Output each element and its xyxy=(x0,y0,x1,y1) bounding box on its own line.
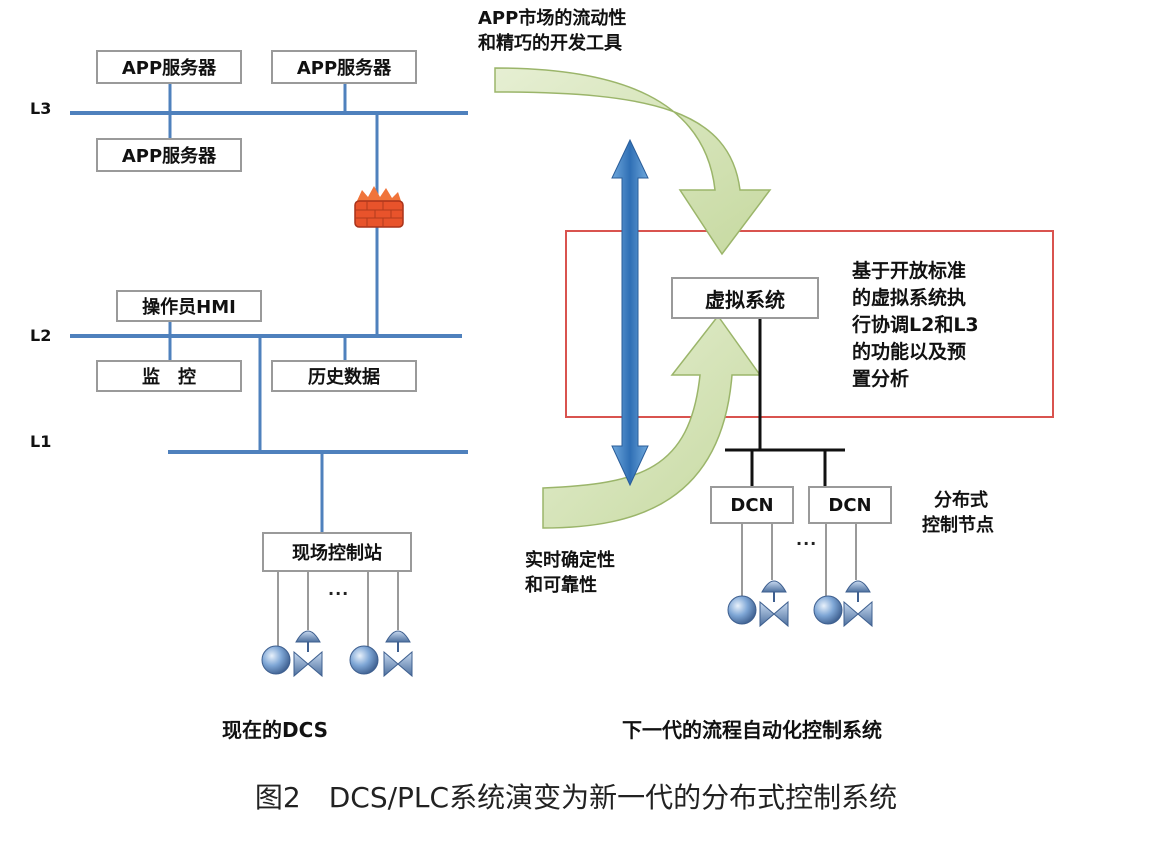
level-l3-label: L3 xyxy=(30,99,52,118)
virtual-system-box: 虚拟系统 xyxy=(671,277,819,319)
app-server-box-2: APP服务器 xyxy=(271,50,417,84)
dcn-box-1: DCN xyxy=(710,486,794,524)
firewall-icon xyxy=(354,186,404,228)
sensor-ball-icon xyxy=(727,595,757,625)
highlight-frame xyxy=(565,230,1054,418)
sensor-ball-icon xyxy=(261,645,291,675)
valve-icon xyxy=(843,580,873,628)
dcn-bus xyxy=(725,318,845,488)
sensor-ball-icon xyxy=(349,645,379,675)
history-data-box: 历史数据 xyxy=(271,360,417,392)
l1-bus xyxy=(168,450,468,532)
app-server-box-3: APP服务器 xyxy=(96,138,242,172)
l2-drop-lines xyxy=(168,320,347,452)
valve-icon xyxy=(383,630,413,678)
left-caption: 现在的DCS xyxy=(222,718,329,742)
figure-caption: 图2 DCS/PLC系统演变为新一代的分布式控制系统 xyxy=(254,781,898,814)
top-curved-arrow xyxy=(494,67,772,256)
blue-double-arrow xyxy=(611,138,649,487)
right-caption: 下一代的流程自动化控制系统 xyxy=(622,718,882,742)
operator-hmi-box: 操作员HMI xyxy=(116,290,262,322)
valve-icon xyxy=(759,580,789,628)
dcn-box-2: DCN xyxy=(808,486,892,524)
monitor-box: 监 控 xyxy=(96,360,242,392)
valve-icon xyxy=(293,630,323,678)
app-server-box-1: APP服务器 xyxy=(96,50,242,84)
bottom-arrow-note: 实时确定性 和可靠性 xyxy=(525,550,615,596)
virtual-system-note: 基于开放标准 的虚拟系统执 行协调L2和L3 的功能以及预 置分析 xyxy=(852,260,979,390)
level-l2-label: L2 xyxy=(30,326,52,345)
ellipsis-right: ··· xyxy=(796,534,818,553)
dcn-note: 分布式 控制节点 xyxy=(922,490,994,536)
ellipsis-left: ··· xyxy=(328,584,350,603)
level-l1-label: L1 xyxy=(30,432,52,451)
field-device-lines-left xyxy=(277,572,399,650)
field-control-station-box: 现场控制站 xyxy=(262,532,412,572)
field-device-lines-right xyxy=(741,523,857,600)
sensor-ball-icon xyxy=(813,595,843,625)
top-arrow-note: APP市场的流动性 和精巧的开发工具 xyxy=(478,8,627,54)
